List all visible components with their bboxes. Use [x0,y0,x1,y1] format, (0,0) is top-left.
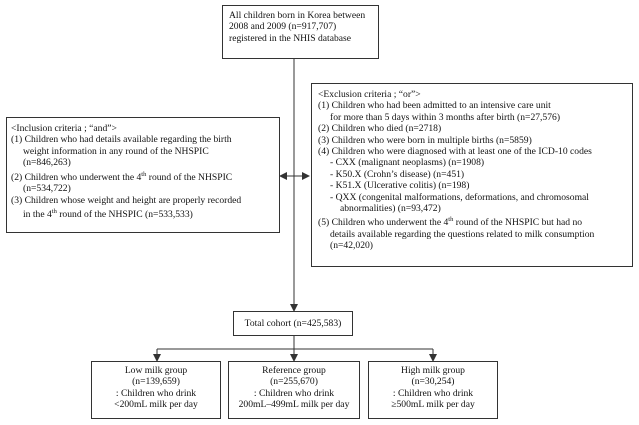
inclusion-item-2-n: (n=534,722) [23,183,71,195]
source-population-box: All children born in Korea between 2008 … [222,5,379,59]
group-name: High milk group [401,365,465,376]
inclusion-item-1-n: (n=846,263) [23,157,71,169]
exclusion-code-qxx: - QXX (congenital malformations, deforma… [330,191,589,203]
inclusion-item-3-cont: in the 4th round of the NHSPIC (n=533,53… [23,208,193,221]
exclusion-item-5-cont: details available regarding the question… [330,229,595,241]
inclusion-item-1-cont: weight information in any round of the N… [23,145,209,157]
group-n: (n=139,659) [132,376,180,388]
group-n: (n=255,670) [270,376,318,388]
source-line-1: All children born in Korea between [229,10,366,21]
source-line-2: 2008 and 2009 (n=917,707) [229,21,337,33]
inclusion-item-3: (3) Children whose weight and height are… [11,194,242,206]
high-milk-group-box: High milk group (n=30,254) : Children wh… [368,361,498,419]
group-name: Low milk group [124,365,188,376]
exclusion-code-qxx-cont: abnormalities) (n=93,472) [340,203,441,215]
group-desc-2: ≥500mL milk per day [391,399,475,411]
total-cohort-label: Total cohort (n=425,583) [244,318,342,329]
group-desc-2: <200mL milk per day [114,399,198,411]
reference-group-box: Reference group (n=255,670) : Children w… [228,361,360,419]
inclusion-item-1: (1) Children who had details available r… [11,134,232,146]
source-line-3: registered in the NHIS database [229,32,352,44]
group-n: (n=30,254) [411,376,455,388]
low-milk-group-box: Low milk group (n=139,659) : Children wh… [91,361,221,419]
exclusion-title: <Exclusion criteria ; “or”> [318,89,421,100]
inclusion-item-2: (2) Children who underwent the 4th round… [11,170,233,183]
exclusion-criteria-box: <Exclusion criteria ; “or”> (1) Children… [311,83,633,267]
inclusion-criteria-box: <Inclusion criteria ; “and”> (1) Childre… [6,117,280,233]
total-cohort-box: Total cohort (n=425,583) [233,311,353,336]
group-name: Reference group [262,365,326,376]
inclusion-title: <Inclusion criteria ; “and”> [11,123,117,134]
group-desc-2: 200mL–499mL milk per day [238,399,350,411]
exclusion-item-2: (2) Children who died (n=2718) [318,123,442,135]
exclusion-item-4: (4) Children who were diagnosed with at … [318,146,592,158]
exclusion-item-3: (3) Children who were born in multiple b… [318,134,532,146]
exclusion-item-1: (1) Children who had been admitted to an… [318,100,551,112]
exclusion-item-5: (5) Children who underwent the 4th round… [318,216,583,229]
exclusion-code-cxx: - CXX (malignant neoplasms) (n=1908) [330,157,485,169]
exclusion-code-k51: - K51.X (Ulcerative colitis) (n=198) [330,180,470,192]
exclusion-code-k50: - K50.X (Crohn’s disease) (n=451) [330,168,465,180]
group-desc: : Children who drink [392,387,474,399]
group-desc: : Children who drink [253,387,335,399]
group-desc: : Children who drink [115,387,197,399]
exclusion-item-5-n: (n=42,020) [330,240,373,252]
exclusion-item-1-cont: for more than 5 days within 3 months aft… [330,111,561,123]
